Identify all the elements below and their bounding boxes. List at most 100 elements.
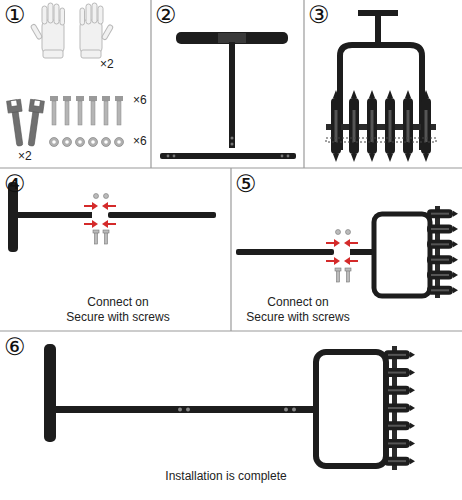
disc-highlight — [388, 372, 406, 374]
spike — [410, 370, 415, 376]
spike — [405, 90, 411, 162]
step-number: ③ — [308, 2, 330, 30]
tine-disc — [384, 457, 410, 466]
tine-disc — [367, 98, 377, 154]
spike — [453, 226, 458, 232]
disc-highlight — [335, 110, 338, 142]
spike — [369, 90, 375, 162]
disc-highlight — [388, 460, 406, 462]
disc-highlight — [388, 389, 406, 391]
nut — [50, 138, 59, 147]
spike — [410, 440, 415, 446]
assembled-aerator — [44, 344, 386, 466]
step-number: ④ — [4, 171, 26, 199]
tine-disc — [384, 386, 410, 395]
wrenches — [7, 99, 45, 147]
disc-highlight — [431, 274, 449, 276]
spike-roller — [384, 346, 415, 470]
step-number: ⑤ — [235, 171, 257, 199]
disc-highlight — [388, 354, 406, 356]
tine-disc — [427, 255, 453, 264]
tine-disc — [384, 439, 410, 448]
disc-highlight — [431, 228, 449, 230]
tine-disc — [349, 98, 359, 154]
axle — [326, 124, 436, 130]
instruction-text: Secure with screws — [66, 311, 169, 325]
disc-highlight — [388, 425, 406, 427]
nut — [102, 138, 111, 147]
bolt-shank — [91, 101, 95, 125]
spike — [410, 387, 415, 393]
spike — [351, 90, 357, 162]
instruction-text: Connect on — [267, 296, 328, 310]
nut-hole — [65, 140, 69, 144]
quantity-label: ×6 — [133, 135, 147, 149]
spring — [326, 138, 436, 142]
tine-disc — [384, 350, 410, 359]
panel-grid — [0, 0, 462, 331]
spike — [333, 90, 339, 162]
tine-disc — [384, 368, 410, 377]
nut-hole — [117, 140, 121, 144]
tine-disc — [421, 98, 431, 154]
spike — [453, 287, 458, 293]
disc-highlight — [425, 110, 428, 142]
spike — [387, 90, 393, 162]
tine-disc — [384, 421, 410, 430]
disc-highlight — [353, 110, 356, 142]
quantity-label: ×2 — [18, 150, 32, 164]
t-handle — [160, 32, 296, 159]
disc-highlight — [389, 110, 392, 142]
tine-disc — [427, 225, 453, 234]
bolt-shank — [117, 101, 121, 125]
nut-hole — [52, 140, 56, 144]
disc-highlight — [431, 213, 449, 215]
bolt-shank — [104, 101, 108, 125]
bolt-head — [102, 96, 110, 101]
step-number: ① — [4, 2, 26, 30]
nut — [89, 138, 98, 147]
spike — [453, 272, 458, 278]
bolt-shank — [52, 101, 56, 125]
bolt-head — [89, 96, 97, 101]
bolt-head — [50, 96, 58, 101]
spike — [453, 241, 458, 247]
disc-highlight — [371, 110, 374, 142]
bolt-head — [76, 96, 84, 101]
bolt-head — [63, 96, 71, 101]
tine-disc — [385, 98, 395, 154]
spike — [410, 423, 415, 429]
instruction-text: Secure with screws — [246, 311, 349, 325]
disc-highlight — [431, 259, 449, 261]
axle — [435, 206, 440, 298]
nut — [63, 138, 72, 147]
instruction-text: Installation is complete — [165, 470, 286, 484]
nut — [115, 138, 124, 147]
tine-disc — [384, 404, 410, 413]
step-number: ② — [155, 2, 177, 30]
bolt-head — [115, 96, 123, 101]
disc-highlight — [431, 243, 449, 245]
spike — [423, 90, 429, 162]
tine-disc — [403, 98, 413, 154]
handle-to-pipe — [8, 182, 216, 252]
tine-disc — [331, 98, 341, 154]
spike — [410, 458, 415, 464]
nut-hole — [78, 140, 82, 144]
disc-highlight — [431, 289, 449, 291]
tine-disc — [427, 286, 453, 295]
bolts-and-nuts — [50, 96, 124, 147]
bolt-shank — [65, 101, 69, 125]
step-number: ⑥ — [4, 334, 26, 362]
spike — [453, 257, 458, 263]
spike-roller — [326, 90, 436, 162]
quantity-label: ×2 — [100, 58, 114, 72]
spike-roller — [427, 206, 458, 298]
instruction-text: Connect on — [87, 296, 148, 310]
disc-highlight — [407, 110, 410, 142]
nut-hole — [91, 140, 95, 144]
disc-highlight — [388, 407, 406, 409]
nut-hole — [104, 140, 108, 144]
spike — [410, 352, 415, 358]
